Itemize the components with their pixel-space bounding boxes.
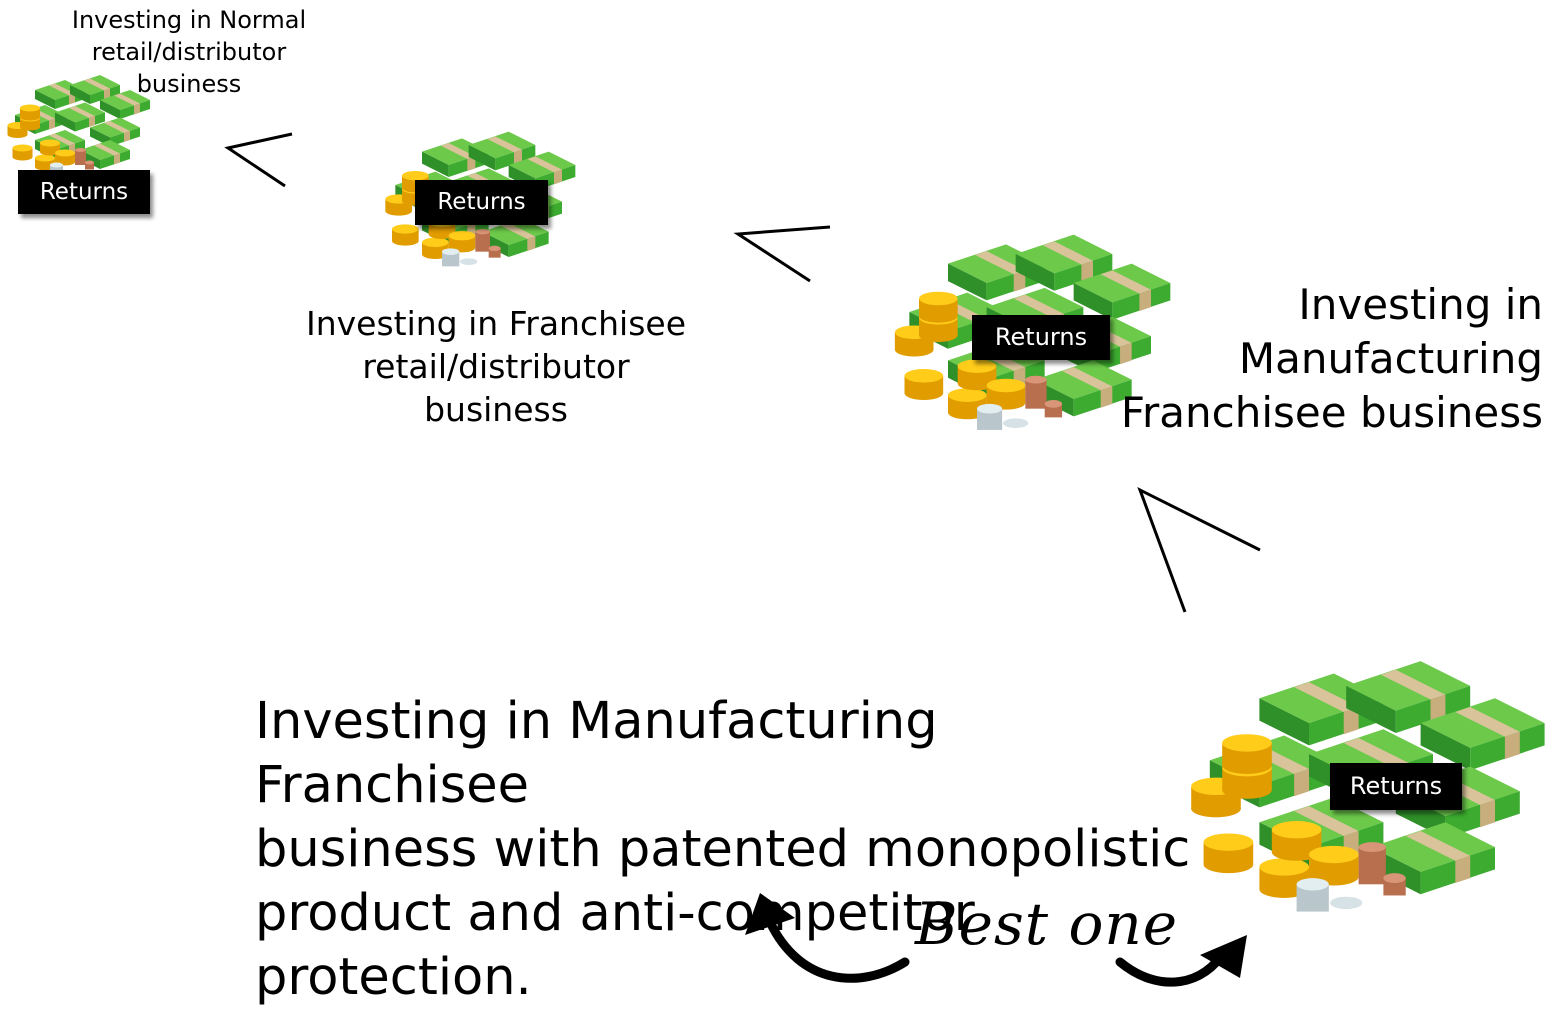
label-line: Investing in Franchisee — [305, 304, 686, 343]
curved-arrow-left-icon — [765, 917, 910, 983]
tier-manufacturing-label: Investing in Manufacturing Franchisee bu… — [1110, 278, 1543, 440]
label-line: Investing in Manufacturing Franchisee — [255, 692, 938, 815]
tier-normal-label: Investing in Normal retail/distributor b… — [55, 4, 323, 100]
label-line: business — [424, 390, 568, 429]
label-line: business — [136, 70, 242, 98]
label-line: retail/distributor — [362, 347, 630, 386]
returns-badge: Returns — [1330, 763, 1462, 810]
label-line: Investing in — [1298, 280, 1543, 329]
tier-franchisee-retail-label: Investing in Franchisee retail/distribut… — [296, 302, 696, 431]
less-than-symbol-2 — [733, 225, 831, 283]
label-line: retail/distributor — [91, 38, 287, 66]
less-than-symbol-1 — [224, 132, 293, 188]
label-line: product and anti-competitor — [255, 884, 975, 943]
returns-badge: Returns — [18, 170, 150, 214]
label-line: protection. — [255, 948, 532, 1007]
label-line: Franchisee business — [1120, 388, 1543, 437]
best-one-annotation: Best one — [915, 890, 1179, 958]
tier-patented-manufacturing-label: Investing in Manufacturing Franchisee bu… — [255, 690, 1215, 1010]
less-than-symbol-3 — [1137, 486, 1261, 613]
label-line: Investing in Normal — [71, 6, 307, 34]
label-line: business with patented monopolistic — [255, 820, 1191, 879]
returns-badge: Returns — [415, 180, 548, 225]
returns-badge: Returns — [972, 315, 1110, 360]
label-line: Manufacturing — [1238, 334, 1543, 383]
